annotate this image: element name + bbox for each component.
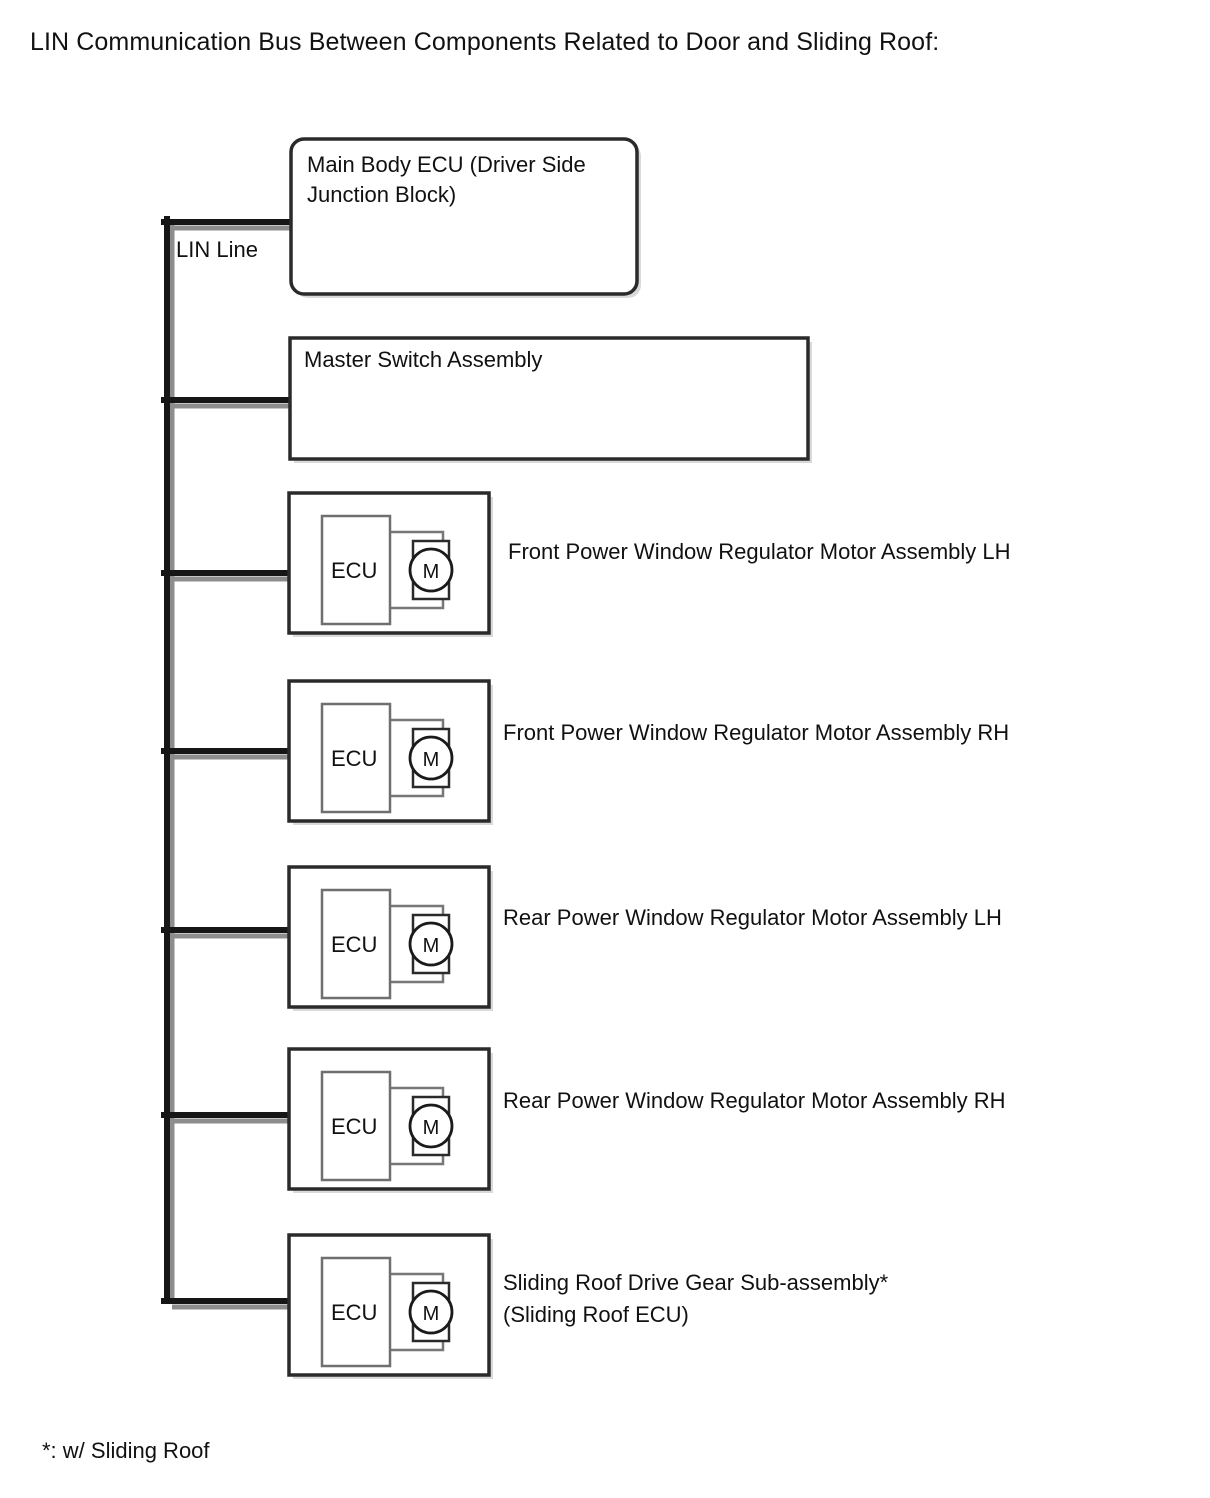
page-title: LIN Communication Bus Between Components… [30,28,940,56]
sliding-roof-label-line2: (Sliding Roof ECU) [503,1302,689,1327]
main-body-ecu-title-line1: Main Body ECU (Driver Side [307,152,586,177]
sliding-roof-ecu-box [320,1256,392,1368]
rear-pw-rh-ecu-label: ECU [331,1114,377,1139]
node-front-power-window-rh[interactable]: ECU M Front Power Window Regulator Motor… [287,679,1009,825]
rear-pw-rh-motor-circle [408,1103,454,1149]
rear-pw-lh-motor-label: M [423,935,440,957]
front-pw-rh-motor-circle [408,735,454,781]
sliding-roof-label-line1: Sliding Roof Drive Gear Sub-assembly* [503,1270,889,1295]
front-pw-rh-ecu-label: ECU [331,746,377,771]
rear-pw-lh-label: Rear Power Window Regulator Motor Assemb… [503,905,1002,930]
main-body-ecu-box[interactable] [289,137,639,296]
rear-pw-rh-label: Rear Power Window Regulator Motor Assemb… [503,1088,1006,1113]
node-rear-power-window-rh[interactable]: ECU M Rear Power Window Regulator Motor … [287,1047,1006,1193]
node-sliding-roof-drive-gear[interactable]: ECU M Sliding Roof Drive Gear Sub-assemb… [287,1233,889,1379]
front-pw-lh-motor-label: M [423,561,440,583]
front-pw-rh-ecu-box [320,702,392,814]
sliding-roof-motor-circle [408,1289,454,1335]
lin-bus-shadow [169,222,291,1310]
front-pw-lh-label: Front Power Window Regulator Motor Assem… [508,539,1011,564]
sliding-roof-ecu-label: ECU [331,1300,377,1325]
lin-bus-line [161,216,294,1304]
rear-pw-lh-ecu-box [320,888,392,1000]
rear-pw-rh-ecu-box [320,1070,392,1182]
lin-line-label: LIN Line [176,237,258,262]
rear-pw-lh-ecu-label: ECU [331,932,377,957]
footnote-sliding-roof: *: w/ Sliding Roof [42,1438,210,1463]
rear-pw-lh-motor-circle [408,921,454,967]
node-rear-power-window-lh[interactable]: ECU M Rear Power Window Regulator Motor … [287,865,1002,1011]
front-pw-rh-label: Front Power Window Regulator Motor Assem… [503,720,1009,745]
front-pw-lh-motor-circle [408,547,454,593]
front-pw-rh-motor-label: M [423,749,440,771]
node-front-power-window-lh[interactable]: ECU M Front Power Window Regulator Motor… [287,491,1011,637]
master-switch-title: Master Switch Assembly [304,347,542,372]
main-body-ecu-title-line2: Junction Block) [307,182,456,207]
node-main-body-ecu[interactable]: Main Body ECU (Driver Side Junction Bloc… [289,137,641,298]
rear-pw-rh-motor-label: M [423,1117,440,1139]
front-pw-lh-ecu-box [320,514,392,626]
node-master-switch-assembly[interactable]: Master Switch Assembly [288,336,812,463]
master-switch-box[interactable] [288,336,810,461]
front-pw-lh-ecu-label: ECU [331,558,377,583]
sliding-roof-motor-label: M [423,1303,440,1325]
